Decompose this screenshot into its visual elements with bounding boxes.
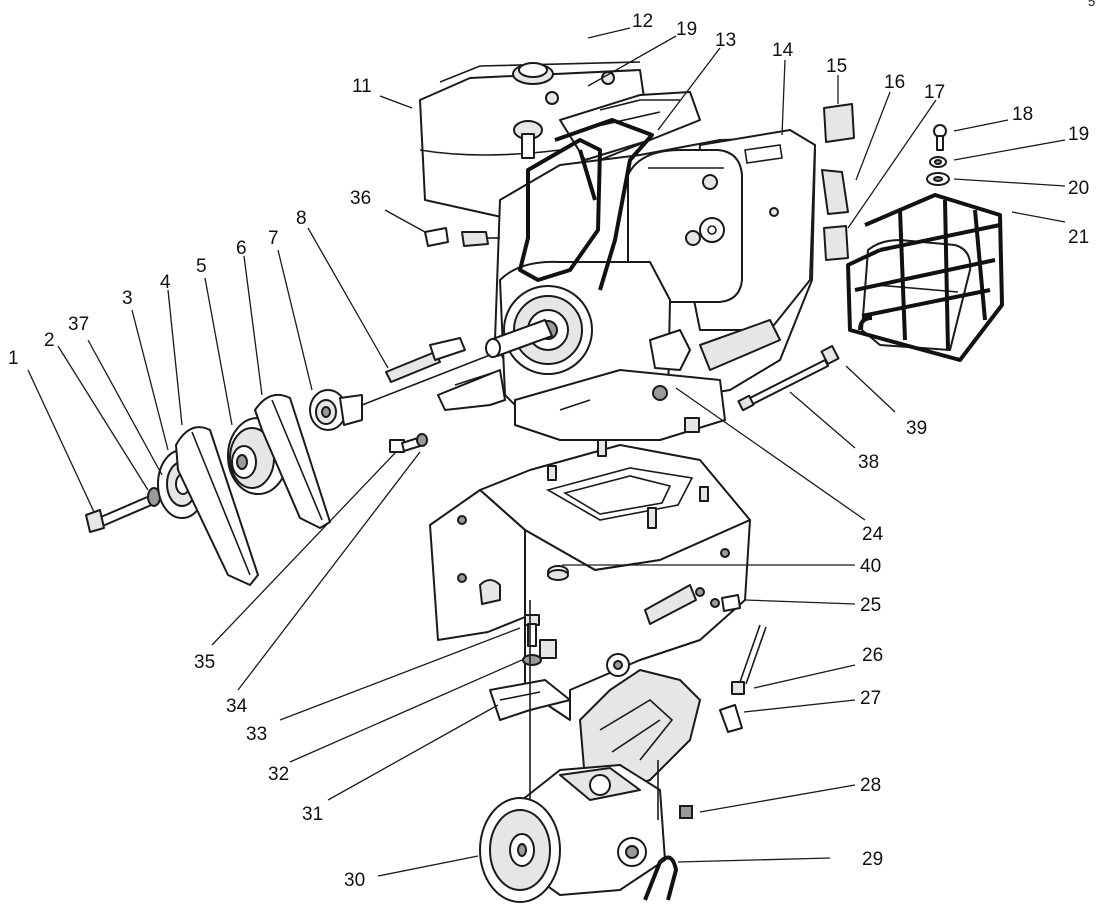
- tie-rod: [737, 345, 840, 412]
- callout-1: 1: [8, 348, 19, 369]
- callout-38: 38: [858, 452, 879, 473]
- pulley-belt-stack: [85, 354, 491, 586]
- decal-parts: [821, 103, 855, 261]
- callout-16: 16: [884, 72, 905, 93]
- callout-25: 25: [860, 595, 881, 616]
- callout-12: 12: [632, 11, 653, 32]
- callout-2: 2: [44, 330, 55, 351]
- callout-33: 33: [246, 724, 267, 745]
- callout-4: 4: [160, 272, 171, 293]
- callout-11: 11: [352, 76, 372, 97]
- callout-34: 34: [226, 696, 248, 717]
- callout-31: 31: [302, 804, 323, 825]
- callout-30: 30: [344, 870, 365, 891]
- callout-37: 37: [68, 314, 89, 335]
- callout-19-right: 19: [1068, 124, 1089, 145]
- engine-assembly: [419, 61, 816, 441]
- callout-14: 14: [772, 40, 794, 61]
- callout-28: 28: [860, 775, 881, 796]
- engine-mount-frame: [429, 439, 751, 721]
- page-number: 5: [1088, 0, 1095, 9]
- callout-6: 6: [236, 238, 247, 259]
- callout-39: 39: [906, 418, 927, 439]
- callout-17: 17: [924, 82, 945, 103]
- mount-hardware: [522, 594, 767, 819]
- callout-leaders: [27, 27, 1066, 877]
- callout-3: 3: [122, 288, 133, 309]
- callout-15: 15: [826, 56, 847, 77]
- small-hardware: [385, 227, 506, 453]
- callout-13: 13: [715, 30, 736, 51]
- callout-24: 24: [862, 524, 884, 545]
- callout-26: 26: [862, 645, 883, 666]
- callout-21: 21: [1068, 227, 1089, 248]
- callout-40: 40: [860, 556, 881, 577]
- callout-32: 32: [268, 764, 289, 785]
- callout-20: 20: [1068, 178, 1089, 199]
- callout-8: 8: [296, 208, 307, 229]
- callout-35: 35: [194, 652, 215, 673]
- callout-19-top: 19: [676, 19, 697, 40]
- callout-18: 18: [1012, 104, 1033, 125]
- callout-labels: 1 2 37 3 4 5 6 7 8 36 11 12 19 13 14 15 …: [8, 0, 1095, 891]
- callout-36: 36: [350, 188, 371, 209]
- callout-29: 29: [862, 849, 883, 870]
- bolt-washer-stack: [926, 124, 950, 186]
- guard-cage: [846, 193, 1004, 362]
- callout-27: 27: [860, 688, 881, 709]
- callout-7: 7: [268, 228, 279, 249]
- gearbox-assembly: [479, 600, 701, 903]
- callout-5: 5: [196, 256, 207, 277]
